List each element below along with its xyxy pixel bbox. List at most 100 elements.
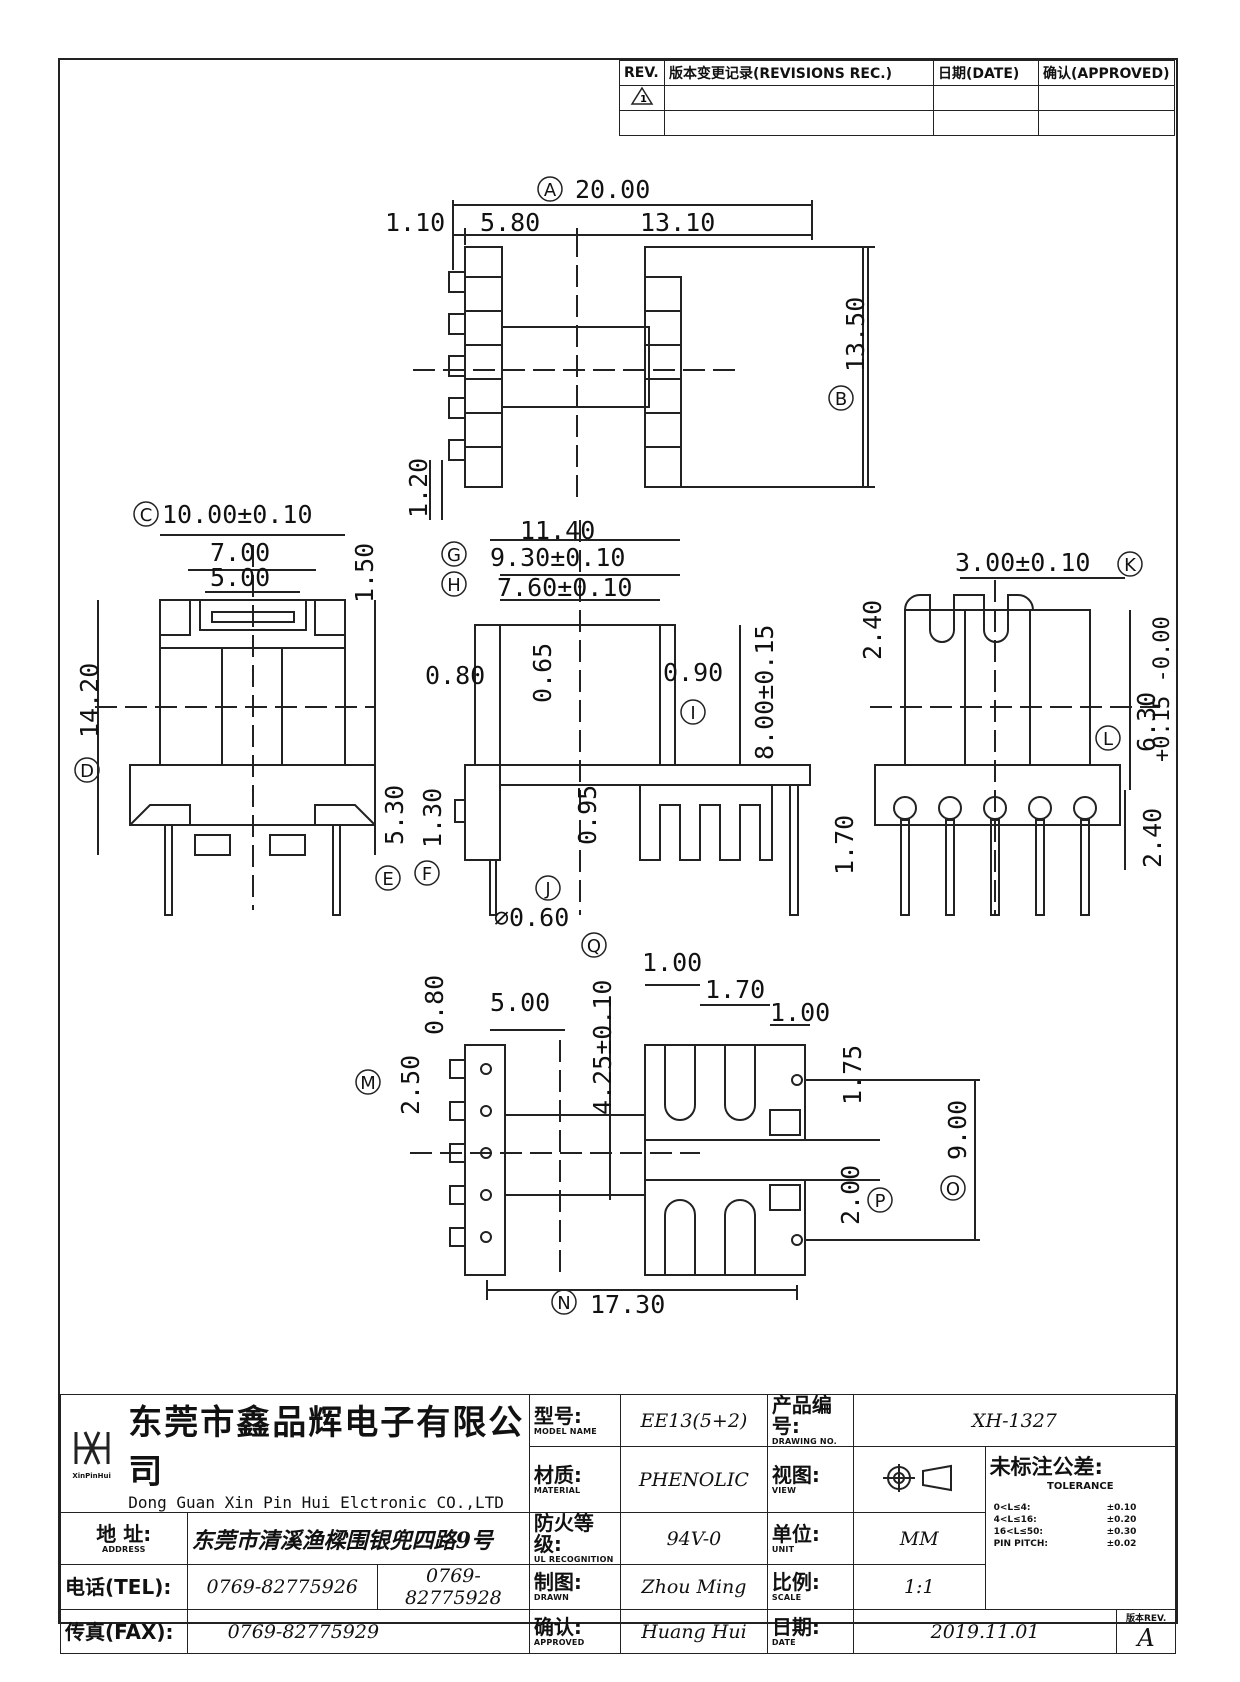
svg-text:G: G xyxy=(447,545,461,566)
scale-label-cell: 比例:SCALE xyxy=(766,1564,854,1610)
dim-k-240b: 2.40 xyxy=(1138,807,1167,868)
material-label-cell: 材质:MATERIAL xyxy=(528,1446,622,1513)
fire-value: 94V-0 xyxy=(620,1512,768,1565)
dim-k-300: 3.00±0.10 xyxy=(955,548,1091,577)
logo-text: XinPinHui xyxy=(72,1471,111,1480)
tolerance-table: 0<L≤4:±0.10 4<L≤16:±0.20 16<L≤50:±0.30 P… xyxy=(993,1503,1137,1549)
scale-value: 1:1 xyxy=(852,1564,986,1610)
view-label-cell: 视图:VIEW xyxy=(766,1446,854,1513)
label-o: O xyxy=(940,1175,966,1201)
dim-b-1350: 13.50 xyxy=(841,296,870,372)
dim-i-800: 8.00±0.15 xyxy=(750,624,779,760)
dim-d-700: 7.00 xyxy=(210,538,271,567)
dim-n-1730: 17.30 xyxy=(590,1290,666,1319)
svg-text:H: H xyxy=(447,575,461,596)
svg-text:P: P xyxy=(875,1191,886,1212)
label-q: Q xyxy=(581,932,607,958)
front-view xyxy=(95,534,376,916)
fax-value: 0769-82775929 xyxy=(186,1609,530,1654)
label-j: J xyxy=(535,875,561,901)
tolerance-sub: TOLERANCE xyxy=(1047,1481,1114,1492)
company-name-en: Dong Guan Xin Pin Hui Elctronic CO.,LTD xyxy=(128,1493,504,1512)
approved-label-cell: 确认:APPROVED xyxy=(528,1609,622,1654)
label-i: I xyxy=(680,699,706,725)
revision-triangle-icon: 1 xyxy=(630,86,654,105)
top-view xyxy=(413,200,875,520)
fire-label-cell: 防火等级:UL RECOGNITION xyxy=(528,1512,622,1565)
dim-m-090: 0.90 xyxy=(663,658,724,687)
dim-top-1310: 13.10 xyxy=(640,208,716,237)
tel2-value: 0769-82775928 xyxy=(376,1564,530,1610)
label-c: C xyxy=(133,501,159,527)
company-cell: XinPinHui 东莞市鑫品辉电子有限公司 Dong Guan Xin Pin… xyxy=(60,1394,530,1513)
svg-text:C: C xyxy=(140,505,153,526)
svg-text:B: B xyxy=(835,389,847,410)
bottom-view xyxy=(410,984,980,1300)
address-value: 东莞市清溪渔樑围银兜四路9号 xyxy=(186,1512,530,1565)
dim-b-175: 1.75 xyxy=(838,1044,867,1105)
label-k: K xyxy=(1117,551,1143,577)
label-l: L xyxy=(1095,725,1121,751)
dim-c-10: 10.00±0.10 xyxy=(162,500,313,529)
svg-text:F: F xyxy=(422,864,432,885)
title-block: XinPinHui 东莞市鑫品辉电子有限公司 Dong Guan Xin Pin… xyxy=(60,1394,1177,1654)
dim-m-080: 0.80 xyxy=(425,661,486,690)
label-n: N xyxy=(551,1289,577,1315)
view-symbol-cell xyxy=(852,1446,986,1513)
rev-label: 版本REV. xyxy=(1125,1614,1167,1624)
address-label-cell: 地 址:ADDRESS xyxy=(60,1512,188,1565)
dim-top-580: 5.80 xyxy=(480,208,541,237)
dim-m-065: 0.65 xyxy=(528,642,557,703)
tel-label-cell: 电话(TEL): xyxy=(60,1564,188,1610)
svg-text:L: L xyxy=(1103,729,1113,750)
label-a: A xyxy=(537,176,563,202)
drawn-value: Zhou Ming xyxy=(620,1564,768,1610)
dim-top-110: 1.10 xyxy=(385,208,446,237)
model-label-cell: 型号:MODEL NAME xyxy=(528,1394,622,1447)
dim-d-150: 1.50 xyxy=(350,542,379,603)
dim-d-500: 5.00 xyxy=(210,563,271,592)
svg-text:D: D xyxy=(80,761,94,782)
projection-symbol-icon xyxy=(883,1463,953,1492)
dim-g-930: 9.30±0.10 xyxy=(490,543,626,572)
label-p: P xyxy=(867,1187,893,1213)
drawing-outlines xyxy=(95,200,1160,1300)
dim-b-170: 1.70 xyxy=(705,975,766,1004)
dim-q-425: 4.25±0.10 xyxy=(588,979,617,1115)
reference-letters: A B C D E F G H I J K L M N O P Q xyxy=(74,176,1143,1315)
drawn-label-cell: 制图:DRAWN xyxy=(528,1564,622,1610)
svg-text:E: E xyxy=(382,869,393,890)
svg-text:J: J xyxy=(544,879,550,900)
side-view xyxy=(454,520,811,916)
svg-text:Q: Q xyxy=(587,936,601,957)
label-f: F xyxy=(414,860,440,886)
dim-k-170: 1.70 xyxy=(830,814,859,875)
date-label-cell: 日期:DATE xyxy=(766,1609,854,1654)
rev-cell: 版本REV. A xyxy=(1116,1609,1176,1654)
drawing-no-value: XH-1327 xyxy=(852,1394,1177,1447)
dim-j-060: ⌀0.60 xyxy=(494,903,570,932)
dim-b-250: 2.50 xyxy=(396,1054,425,1115)
dim-b-500: 5.00 xyxy=(490,988,551,1017)
svg-text:M: M xyxy=(360,1073,376,1094)
dim-b-100: 1.00 xyxy=(642,948,703,977)
logo-icon xyxy=(74,1430,110,1465)
label-b: B xyxy=(828,385,854,411)
dim-g-1140: 11.40 xyxy=(520,516,596,545)
dim-b-100b: 1.00 xyxy=(770,998,831,1027)
label-e: E xyxy=(375,865,401,891)
dim-a-total: 20.00 xyxy=(575,175,651,204)
technical-drawing: A B C D E F G H I J K L M N O P Q xyxy=(74,176,1160,1315)
tel-value: 0769-82775926 xyxy=(186,1564,378,1610)
dim-b-200: 2.00 xyxy=(836,1164,865,1225)
dim-h-760: 7.60±0.10 xyxy=(497,573,633,602)
date-value: 2019.11.01 xyxy=(852,1609,1118,1654)
revisions-header: 版本变更记录(REVISIONS REC.) xyxy=(664,60,934,86)
svg-text:N: N xyxy=(557,1293,570,1314)
unit-label-cell: 单位:UNIT xyxy=(766,1512,854,1565)
dim-d-130: 1.30 xyxy=(418,787,447,848)
company-name-cn: 东莞市鑫品辉电子有限公司 xyxy=(128,1403,525,1492)
svg-text:1: 1 xyxy=(640,94,647,105)
dim-k-240: 2.40 xyxy=(858,599,887,660)
svg-text:I: I xyxy=(690,703,695,724)
